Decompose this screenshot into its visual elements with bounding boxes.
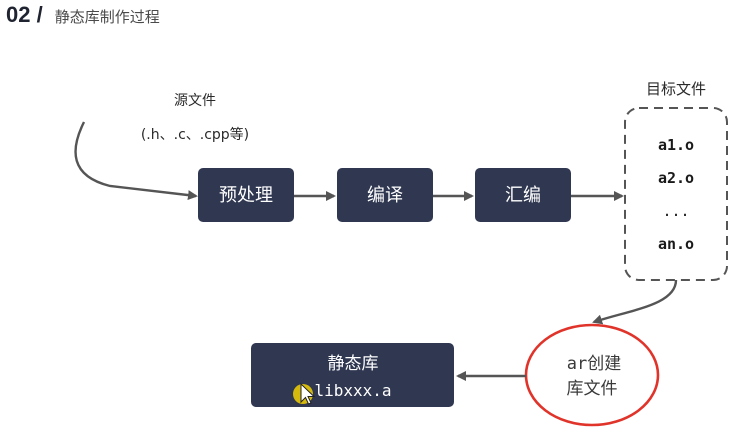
target-file-ellipsis: ...	[662, 202, 689, 220]
target-file: a2.o	[658, 169, 694, 187]
mouse-cursor	[293, 382, 316, 405]
step-box	[475, 168, 571, 222]
step-label: 汇编	[505, 185, 541, 206]
step-box	[337, 168, 433, 222]
slide-title: 静态库制作过程	[54, 8, 160, 26]
cursor-arrow-icon	[300, 382, 316, 405]
ar-step-line2: 库文件	[567, 379, 618, 399]
ar-step-line1-rest: 创建	[587, 354, 621, 374]
target-files-box	[624, 107, 728, 281]
source-arrow	[74, 121, 198, 201]
target-file: a1.o	[658, 136, 694, 154]
step-assemble: 汇编	[475, 168, 571, 222]
target-title: 目标文件	[646, 80, 706, 98]
slide-number: 02 /	[6, 2, 43, 27]
ar-step: ar创建 库文件	[524, 323, 660, 427]
step-preprocess: 预处理	[198, 168, 294, 222]
step-compile: 编译	[337, 168, 433, 222]
target-file: an.o	[658, 235, 694, 253]
source-subtitle: (.h、.c、.cpp等)	[141, 126, 249, 143]
ar-command: ar	[567, 354, 587, 374]
static-library: 静态库 libxxx.a	[251, 343, 454, 407]
step-label: 编译	[367, 185, 403, 206]
ar-step-line1: ar创建	[567, 354, 621, 374]
arrow-target-ar	[592, 279, 678, 325]
step-box	[198, 168, 294, 222]
source-title: 源文件	[174, 93, 216, 109]
static-library-title: 静态库	[328, 354, 379, 374]
slide-header: 02 / 静态库制作过程	[6, 2, 160, 30]
ar-step-ring	[524, 323, 660, 427]
step-label: 预处理	[219, 185, 273, 206]
static-library-filename: libxxx.a	[314, 381, 391, 400]
